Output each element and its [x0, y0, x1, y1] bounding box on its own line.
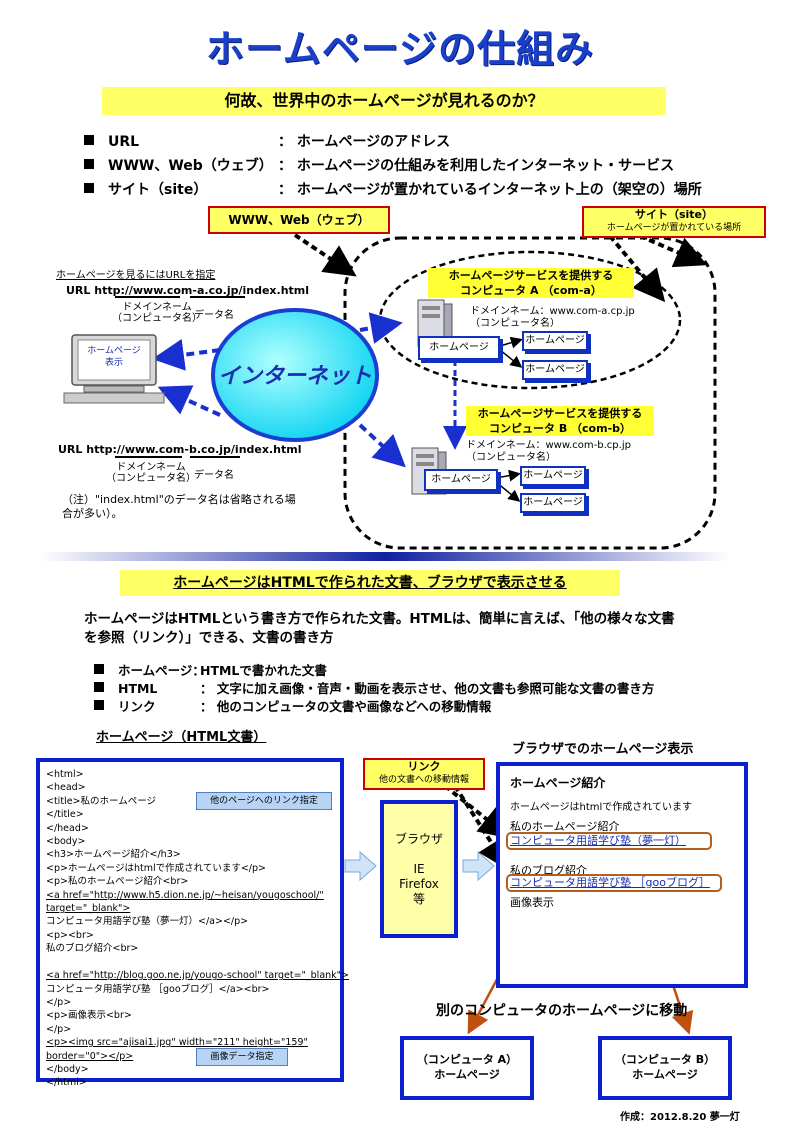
dest-b-box: （コンピュータ B） ホームページ [598, 1036, 732, 1100]
url-b-data: データ名 [194, 470, 234, 481]
dest-a-box: （コンピュータ A） ホームページ [400, 1036, 534, 1100]
bp-text1: ホームページはhtmlで作成されています [510, 802, 692, 813]
pc-screen-label: ホームページ 表示 [87, 346, 141, 368]
server-a-title: ホームページサービスを提供する コンピュータ A （com-a） [428, 268, 634, 298]
site-area [343, 236, 717, 550]
code-line: コンピュータ用語学び塾 ［gooブログ］</a><br> [46, 983, 270, 995]
code-line: </p> [46, 996, 72, 1008]
code-line: </body> [46, 1063, 89, 1075]
code-line: <title>私のホームページ [46, 795, 157, 807]
code-line: 私のブログ紹介<br> [46, 943, 139, 955]
pc-monitor-icon [63, 334, 165, 404]
code-line: <h3>ホームページ紹介</h3> [46, 849, 181, 861]
internet-cloud [211, 308, 379, 442]
page-title: ホームページの仕組み [205, 27, 595, 71]
code-line: </title> [46, 809, 84, 821]
server-b-domain: ドメインネーム：www.com-b.cp.jp （コンピュータ名） [466, 440, 631, 463]
code-line: </html> [46, 1077, 87, 1089]
code-line: <p><br> [46, 929, 94, 941]
bp-link1-frame [506, 832, 712, 850]
link-label-title: リンク [407, 760, 441, 773]
link-label-box: リンク 他の文書への移動情報 [363, 758, 485, 790]
code-line [46, 956, 340, 969]
note-image-spec: 画像データ指定 [196, 1048, 288, 1066]
url-hint: ホームページを見るにはURLを指定 [56, 270, 216, 281]
server-b-title: ホームページサービスを提供する コンピュータ B （com-b） [466, 406, 654, 436]
internet-label: インターネット [217, 364, 372, 389]
url-b-domain: ドメインネーム （コンピュータ名） [106, 462, 196, 484]
section1-heading: 何故、世界中のホームページが見れるのか？ [102, 87, 666, 115]
url-a: URL http://www.com-a.co.jp/index.html [66, 284, 310, 297]
bp-text4: 画像表示 [510, 896, 554, 909]
browser-box: ブラウザ IE Firefox 等 [380, 800, 458, 938]
bp-link2[interactable]: コンピュータ用語学び塾 ［gooブログ］ [510, 876, 710, 889]
code-line: <p>私のホームページ紹介<br> [46, 876, 189, 888]
code-line: <p><img src="ajisai1.jpg" width="211" he… [46, 1037, 308, 1049]
code-line: <head> [46, 782, 86, 794]
site-label-box: サイト（site） ホームページが置かれている場所 [582, 206, 766, 238]
bp-link1[interactable]: コンピュータ用語学び塾（夢一灯） [510, 834, 686, 847]
bullet-homepage: ホームページ：HTMLで書かれた文書 [94, 660, 327, 679]
code-line: <p>ホームページはhtmlで作成されています</p> [46, 862, 266, 874]
browser-title: ブラウザでのホームページ表示 [512, 742, 694, 757]
move-label: 別のコンピュータのホームページに移動 [436, 1003, 688, 1019]
bullet-url: URL： ホームページのアドレス [84, 131, 450, 151]
bullet-link: リンク： 他のコンピュータの文書や画像などへの移動情報 [94, 696, 491, 715]
server-a-page-3: ホームページ [522, 360, 588, 380]
server-b-page-2: ホームページ [520, 466, 586, 486]
url-a-domain: ドメインネーム （コンピュータ名） [112, 302, 202, 324]
bp-heading: ホームページ紹介 [510, 776, 606, 790]
bullet-html: HTML： 文字に加え画像・音声・動画を表示させ、他の文書も参照可能な文書の書き… [94, 678, 654, 697]
code-line: target="_blank"> [46, 903, 131, 915]
server-b-page-3: ホームページ [520, 493, 586, 513]
code-line: <p>画像表示<br> [46, 1010, 132, 1022]
bullet-www: WWW、Web（ウェブ）： ホームページの仕組みを利用したインターネット・サービ… [84, 155, 674, 175]
html-intro: ホームページはHTMLという書き方で作られた文書。HTMLは、簡単に言えば、「他… [84, 611, 675, 646]
html-code-box: <html> <head><title>私のホームページ </title></hea… [36, 758, 349, 1088]
url-a-data: データ名 [194, 310, 234, 321]
url-note: （注）"index.html"のデータ名は省略される場 合が多い）。 [62, 493, 296, 520]
www-label-box: WWW、Web（ウェブ） [208, 206, 390, 234]
bullet-site: サイト（site）： ホームページが置かれているインターネット上の（架空の）場所 [84, 179, 702, 199]
server-b-page: ホームページ [424, 469, 498, 491]
note-link-spec: 他のページへのリンク指定 [196, 792, 332, 810]
server-a-page-2: ホームページ [522, 331, 588, 351]
link-label-sub: 他の文書への移動情報 [378, 775, 469, 785]
html-doc-title: ホームページ（HTML文書） [96, 730, 267, 745]
dest-b-label: （コンピュータ B） ホームページ [614, 1053, 716, 1081]
author-credit: 作成：2012.8.20 夢一灯 [620, 1112, 740, 1123]
server-a-domain: ドメインネーム：www.com-a.cp.jp （コンピュータ名） [470, 306, 635, 329]
section2-heading: ホームページはHTMLで作られた文書、ブラウザで表示させる [120, 570, 620, 596]
server-a-page: ホームページ [418, 336, 500, 360]
code-line: </p> [46, 1023, 72, 1035]
code-lines: <html> <head><title>私のホームページ </title></hea… [40, 762, 349, 1090]
dest-a-label: （コンピュータ A） ホームページ [416, 1053, 518, 1081]
code-line: <html> [46, 769, 84, 780]
browser-box-label: ブラウザ IE Firefox 等 [394, 832, 443, 906]
code-line: border="0"></p> [46, 1050, 134, 1062]
code-line: <body> [46, 836, 86, 848]
separator-band [40, 552, 730, 561]
code-line: </head> [46, 822, 89, 834]
browser-display: ホームページ紹介 ホームページはhtmlで作成されています 私のホームページ紹介… [496, 762, 748, 988]
code-line: コンピュータ用語学び塾（夢一灯）</a></p> [46, 916, 249, 928]
url-b: URL http://www.com-b.co.jp/index.html [58, 443, 302, 456]
code-line: <a href="http://blog.goo.ne.jp/yougo-sch… [46, 970, 349, 982]
bp-link2-frame [506, 874, 722, 892]
bp-text2: 私のホームページ紹介 [510, 820, 620, 833]
code-line: <a href="http://www.h5.dion.ne.jp/~heisa… [46, 889, 324, 901]
bp-text3: 私のブログ紹介 [510, 864, 587, 877]
